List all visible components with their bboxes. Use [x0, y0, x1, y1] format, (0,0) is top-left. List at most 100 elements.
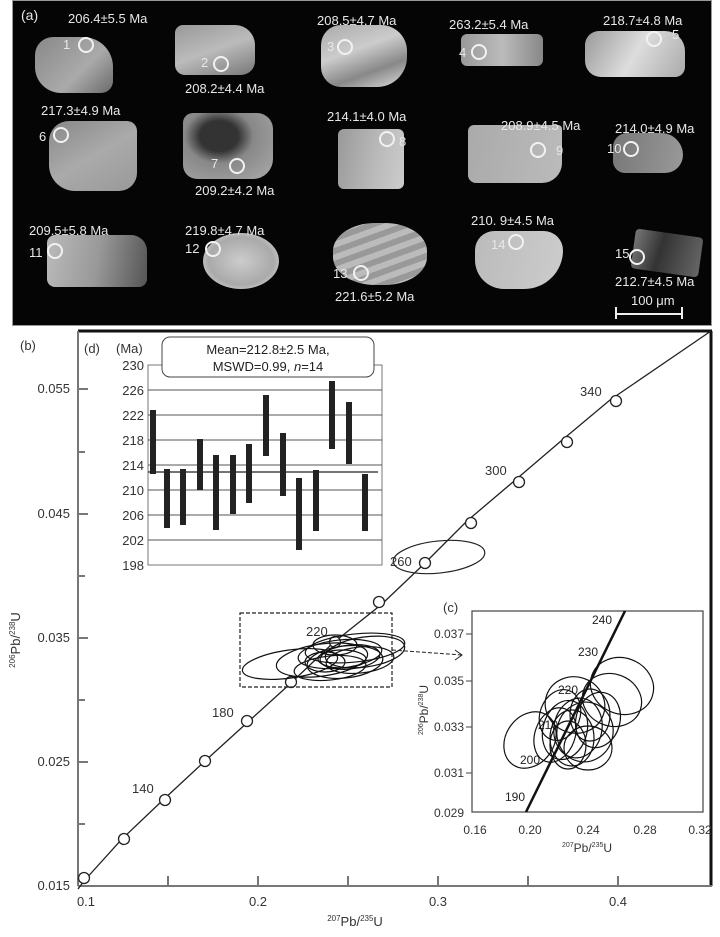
grain-2-number: 2 — [201, 55, 209, 70]
svg-text:0.025: 0.025 — [37, 754, 70, 769]
grain-14-age: 210. 9±4.5 Ma — [471, 213, 555, 228]
grain-13-number: 13 — [333, 266, 348, 281]
analysis-spot-7 — [229, 158, 245, 174]
grain-7-age: 209.2±4.2 Ma — [195, 183, 275, 198]
analysis-spot-2 — [213, 56, 229, 72]
concordia-detail-inset: (c) 0.037 0.035 0.033 0.031 0.029 0.16 0… — [417, 600, 712, 855]
d-unit-label: (Ma) — [116, 341, 143, 356]
analysis-spot-11 — [47, 243, 63, 259]
zircon-grain-11 — [47, 235, 147, 287]
grain-11-age: 209.5±5.8 Ma — [29, 223, 109, 238]
grain-5-number: 5 — [672, 27, 680, 42]
analysis-spot-4 — [471, 44, 487, 60]
analysis-spot-5 — [646, 31, 662, 47]
svg-text:230: 230 — [122, 358, 144, 373]
svg-text:214: 214 — [122, 458, 144, 473]
panel-a-tag: (a) — [21, 7, 39, 23]
svg-text:198: 198 — [122, 558, 144, 573]
svg-text:202: 202 — [122, 533, 144, 548]
c-x-tick-labels: 0.16 0.20 0.24 0.28 0.32 — [463, 823, 712, 837]
svg-text:0.029: 0.029 — [434, 806, 464, 820]
svg-text:206: 206 — [122, 508, 144, 523]
svg-text:0.3: 0.3 — [429, 894, 447, 909]
zircon-grain-3 — [321, 25, 407, 87]
grain-1-age: 206.4±5.5 Ma — [68, 11, 148, 26]
svg-text:180: 180 — [212, 705, 234, 720]
x-axis-ticks — [167, 876, 619, 886]
svg-text:220: 220 — [306, 624, 328, 639]
svg-text:230: 230 — [578, 645, 598, 659]
scale-bar — [615, 313, 683, 315]
grain-10-number: 10 — [607, 141, 622, 156]
outlier-ellipse — [392, 539, 486, 575]
grain-6-number: 6 — [39, 129, 47, 144]
scale-bar-label: 100 μm — [631, 293, 675, 308]
scale-bar-right-tick — [681, 307, 683, 319]
grain-3-number: 3 — [327, 39, 335, 54]
concordia-figure: (b) 0.055 0.045 0.035 0.025 0.015 0.1 0.… — [8, 329, 713, 929]
grain-6-age: 217.3±4.9 Ma — [41, 103, 121, 118]
svg-text:0.28: 0.28 — [633, 823, 657, 837]
svg-text:0.045: 0.045 — [37, 506, 70, 521]
mean-annotation-line2: MSWD=0.99, n=14 — [213, 359, 324, 374]
svg-text:0.1: 0.1 — [77, 894, 95, 909]
age-error-bars — [150, 381, 368, 550]
svg-text:190: 190 — [505, 790, 525, 804]
svg-text:0.32: 0.32 — [688, 823, 712, 837]
c-concordia-line — [524, 610, 627, 813]
analysis-spot-3 — [337, 39, 353, 55]
svg-text:218: 218 — [122, 433, 144, 448]
svg-text:0.031: 0.031 — [434, 766, 464, 780]
mean-annotation-box — [161, 336, 375, 378]
grain-9-age: 208.9±4.5 Ma — [501, 118, 581, 133]
concordia-age-markers — [77, 394, 623, 885]
zircon-grain-13 — [333, 223, 427, 285]
x-axis-label: 207Pb/235U — [327, 914, 383, 929]
grain-8-number: 8 — [399, 134, 407, 149]
analysis-spot-13 — [353, 265, 369, 281]
grain-2-age: 208.2±4.4 Ma — [185, 81, 265, 96]
svg-text:0.033: 0.033 — [434, 720, 464, 734]
x-axis-tick-labels: 0.1 0.2 0.3 0.4 — [77, 894, 627, 909]
analysis-spot-15 — [629, 249, 645, 265]
svg-text:0.20: 0.20 — [518, 823, 542, 837]
svg-text:0.2: 0.2 — [249, 894, 267, 909]
cl-image-panel: (a) 206.4±5.5 Ma 1 208.2±4.4 Ma 2 208.5±… — [12, 0, 712, 326]
svg-text:0.4: 0.4 — [609, 894, 627, 909]
svg-text:0.24: 0.24 — [576, 823, 600, 837]
svg-text:0.015: 0.015 — [37, 878, 70, 893]
data-ellipses-detail — [503, 656, 655, 771]
grain-4-number: 4 — [459, 45, 467, 60]
grain-5-age: 218.7±4.8 Ma — [603, 13, 683, 28]
svg-text:0.16: 0.16 — [463, 823, 487, 837]
svg-text:340: 340 — [580, 384, 602, 399]
grain-10-age: 214.0±4.9 Ma — [615, 121, 695, 136]
svg-text:226: 226 — [122, 383, 144, 398]
zircon-grain-5 — [585, 31, 685, 77]
y-axis-label: 206Pb/238U — [8, 612, 23, 668]
analysis-spot-14 — [508, 234, 524, 250]
panel-c-tag: (c) — [443, 600, 458, 615]
zircon-grain-9 — [468, 125, 562, 183]
svg-text:0.055: 0.055 — [37, 381, 70, 396]
grain-3-age: 208.5±4.7 Ma — [317, 13, 397, 28]
c-y-axis-label: 206Pb/238U — [417, 685, 431, 735]
mean-annotation-line1: Mean=212.8±2.5 Ma, — [206, 342, 329, 357]
analysis-spot-12 — [205, 241, 221, 257]
grain-15-age: 212.7±4.5 Ma — [615, 274, 695, 289]
analysis-spot-9 — [530, 142, 546, 158]
grain-1-number: 1 — [63, 37, 71, 52]
c-x-axis-label: 207Pb/235U — [562, 841, 612, 855]
scale-bar-left-tick — [615, 307, 617, 319]
analysis-spot-1 — [78, 37, 94, 53]
y-axis-tick-labels: 0.055 0.045 0.035 0.025 0.015 — [37, 381, 70, 893]
d-y-tick-labels: 230 226 222 218 214 210 206 202 198 — [122, 358, 144, 573]
d-gridlines — [148, 389, 382, 541]
svg-text:0.037: 0.037 — [434, 627, 464, 641]
svg-text:240: 240 — [592, 613, 612, 627]
svg-text:0.035: 0.035 — [37, 630, 70, 645]
grain-11-number: 11 — [29, 245, 43, 260]
grain-4-age: 263.2±5.4 Ma — [449, 17, 529, 32]
panel-b-tag: (b) — [20, 338, 36, 353]
svg-text:0.035: 0.035 — [434, 674, 464, 688]
